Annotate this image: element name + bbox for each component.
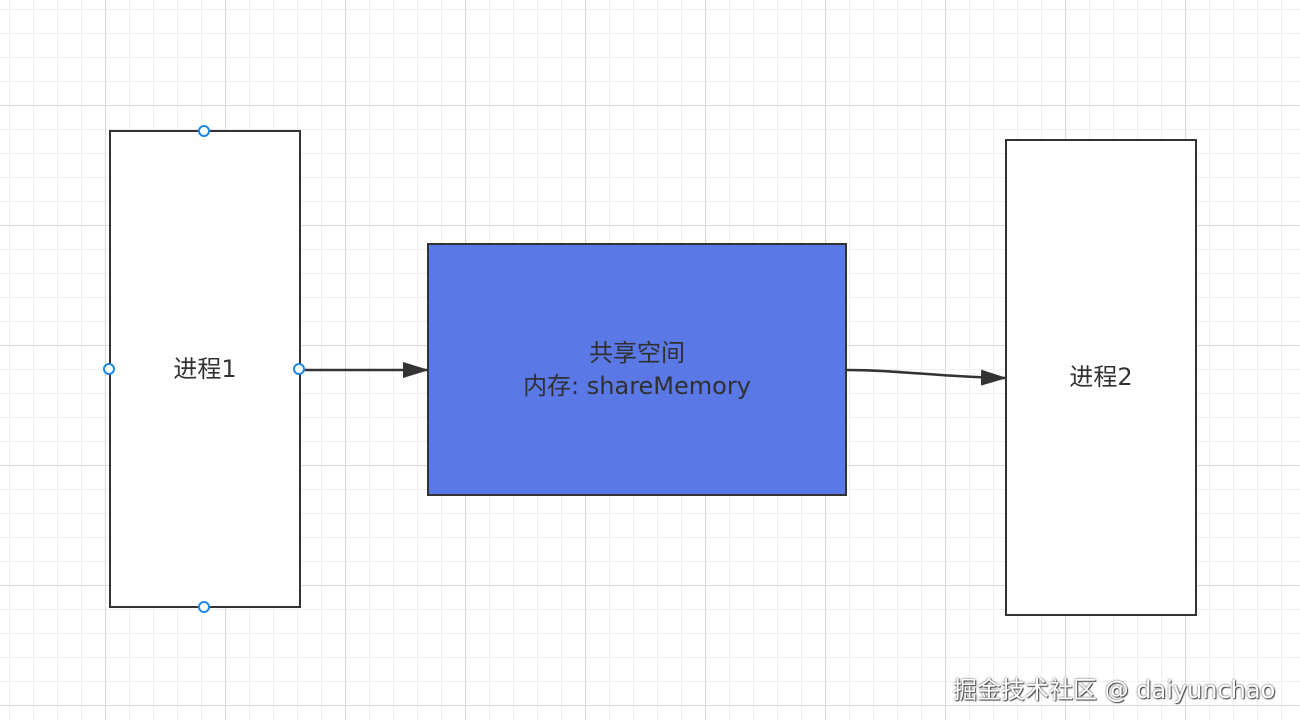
connection-handle-bottom[interactable] xyxy=(198,601,210,613)
shared-memory-node[interactable]: 共享空间 内存: shareMemory xyxy=(427,243,847,496)
watermark: 掘金技术社区 @ daiyunchao xyxy=(953,676,1276,704)
shared-memory-title: 共享空间 xyxy=(589,339,685,368)
process2-node[interactable]: 进程2 xyxy=(1005,139,1197,616)
process1-label: 进程1 xyxy=(173,354,237,383)
connection-handle-left[interactable] xyxy=(103,363,115,375)
connection-handle-right[interactable] xyxy=(293,363,305,375)
process1-node[interactable]: 进程1 xyxy=(109,130,301,608)
shared-memory-subtitle: 内存: shareMemory xyxy=(523,371,751,400)
edge-shared-to-process2[interactable] xyxy=(846,368,1007,386)
connection-handle-top[interactable] xyxy=(198,125,210,137)
process2-label: 进程2 xyxy=(1069,363,1133,392)
